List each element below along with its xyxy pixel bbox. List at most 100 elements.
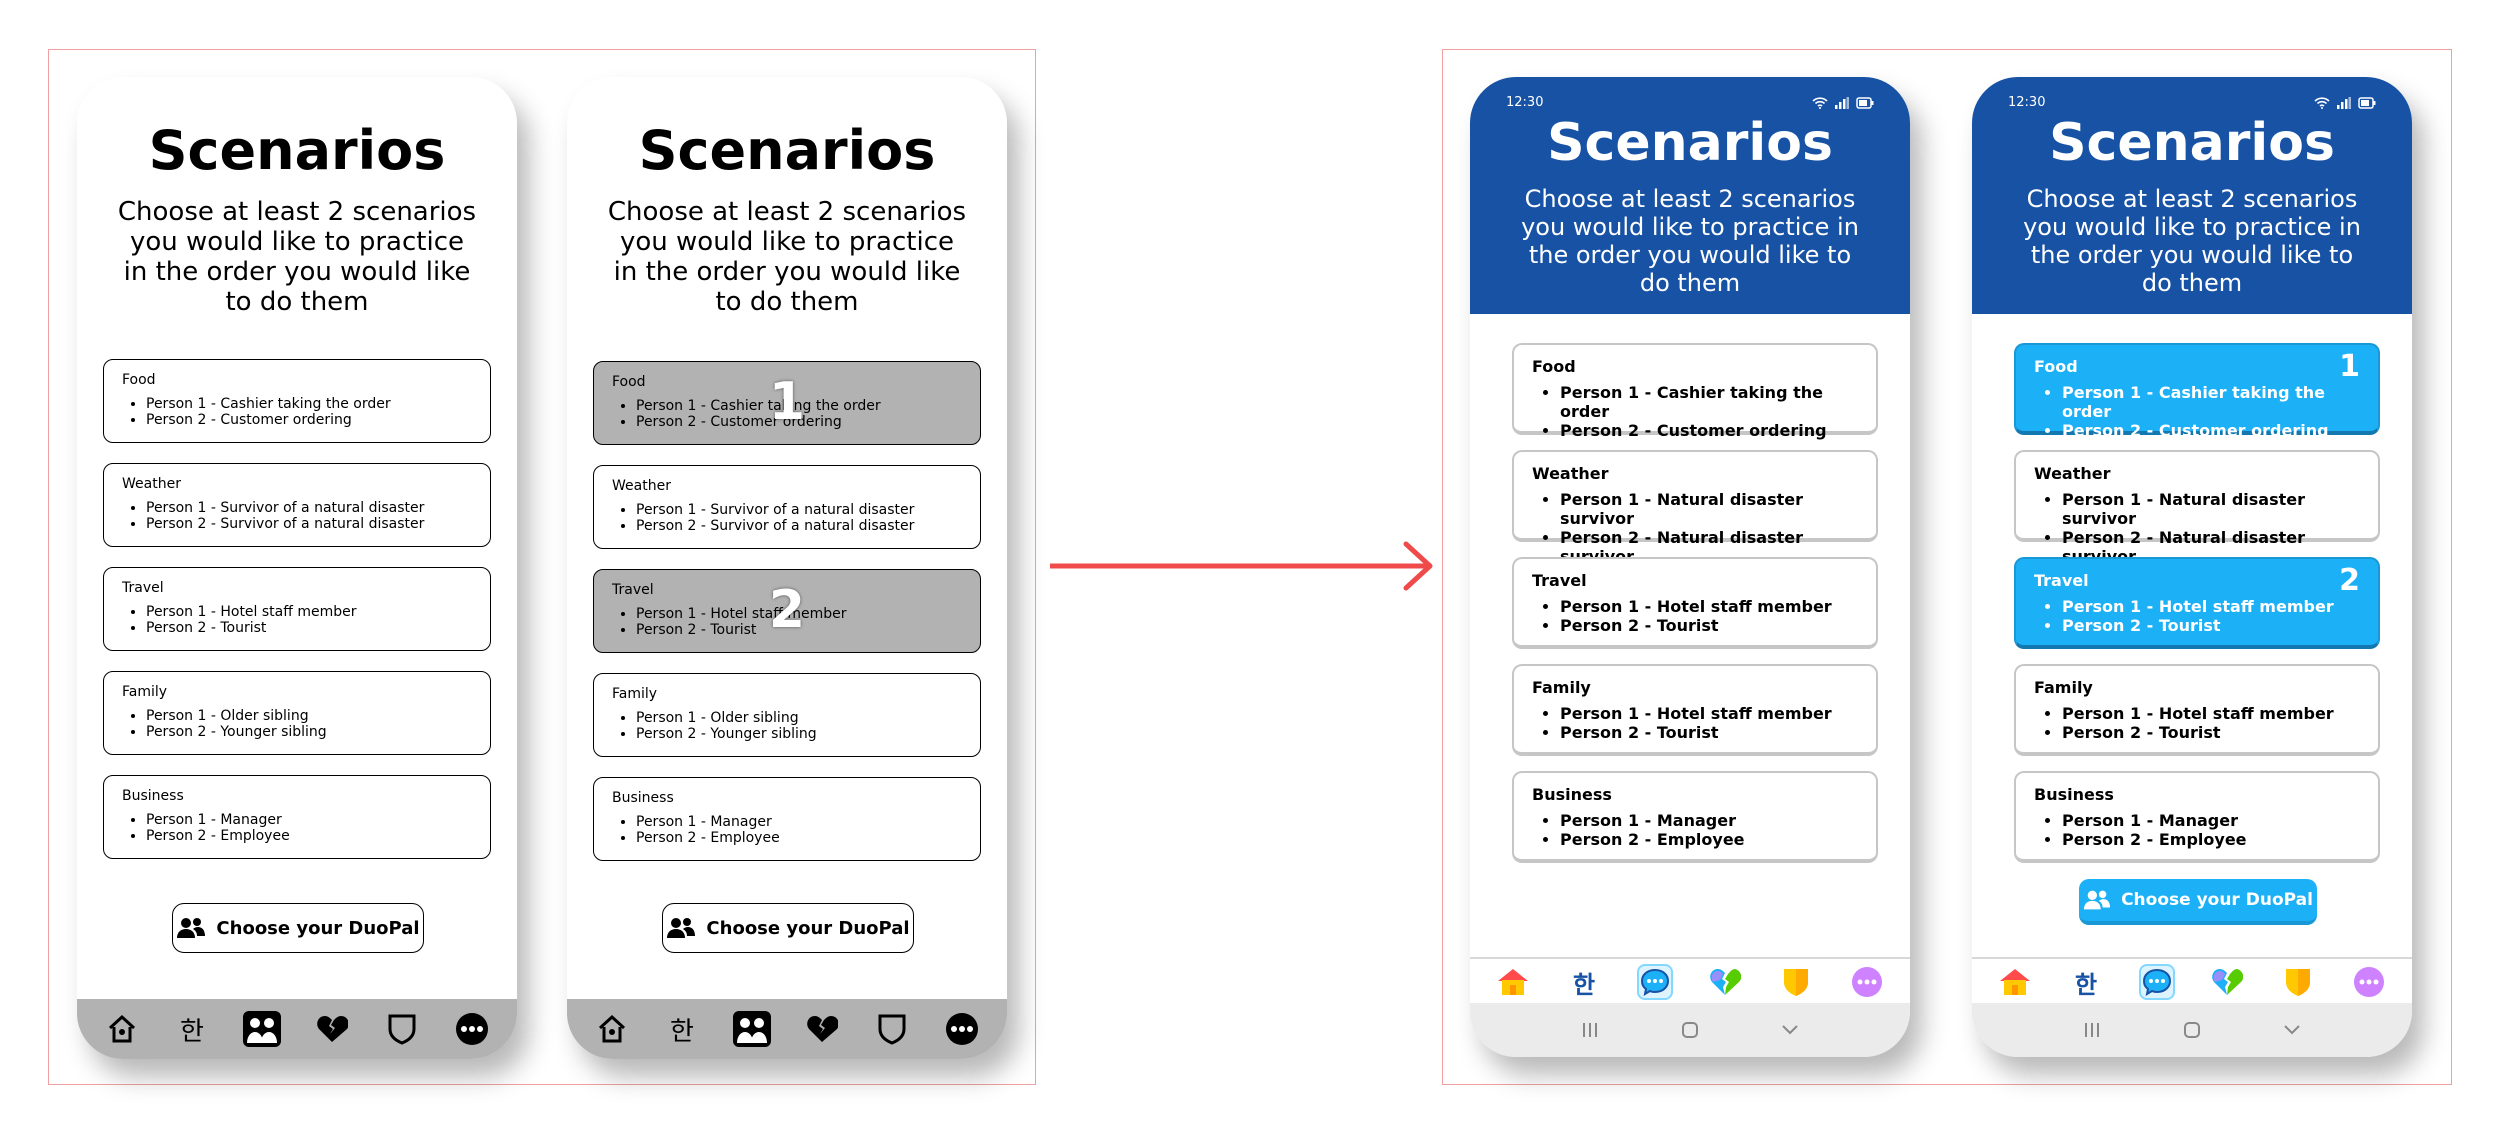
more-icon[interactable] (942, 1009, 982, 1049)
scenario-card-food[interactable]: Food Person 1 - Cashier taking the order… (593, 361, 981, 445)
page-subtitle: Choose at least 2 scenarios you would li… (117, 197, 477, 317)
wireframe-phone-unselected: Scenarios Choose at least 2 scenarios yo… (77, 77, 517, 1059)
home-button-icon[interactable] (2183, 1021, 2201, 1039)
status-time: 12:30 (2008, 95, 2046, 110)
choose-duopal-button[interactable]: Choose your DuoPal (662, 903, 914, 953)
scenario-card-travel[interactable]: Travel Person 1 - Hotel staff memberPers… (103, 567, 491, 651)
home-icon[interactable] (1495, 964, 1531, 1000)
hifi-phone-selected: 12:30 Scenarios Choose at least 2 scenar… (1972, 77, 2412, 1057)
choose-duopal-button[interactable]: Choose your DuoPal (2079, 879, 2317, 925)
scenario-card-weather[interactable]: Weather Person 1 - Natural disaster surv… (2014, 450, 2380, 566)
chat-icon[interactable] (2138, 964, 2175, 1000)
person-2-role: Person 2 - Tourist (2062, 616, 2334, 635)
scenario-card-food[interactable]: Food Person 1 - Cashier taking the order… (1512, 343, 1878, 440)
selection-order-badge: 2 (768, 580, 806, 640)
person-2-role: Person 2 - Tourist (1560, 723, 1832, 742)
scenario-name: Family (1532, 678, 1591, 697)
scenario-card-business[interactable]: Business Person 1 - ManagerPerson 2 - Em… (1512, 771, 1878, 863)
scenario-name: Weather (122, 476, 181, 492)
shield-icon[interactable] (1778, 964, 1814, 1000)
back-chevron-icon[interactable] (1781, 1024, 1799, 1036)
scenario-card-food[interactable]: Food Person 1 - Cashier taking the order… (2014, 343, 2380, 440)
broken-heart-icon[interactable] (802, 1009, 842, 1049)
person-2-role: Person 2 - Employee (146, 828, 290, 844)
scenario-name: Travel (612, 582, 654, 598)
broken-heart-icon[interactable] (2209, 964, 2245, 1000)
page-title: Scenarios (148, 119, 446, 182)
more-icon[interactable] (1849, 964, 1885, 1000)
scenario-card-travel[interactable]: Travel Person 1 - Hotel staff memberPers… (2014, 557, 2380, 649)
scenario-card-travel[interactable]: Travel Person 1 - Hotel staff memberPers… (1512, 557, 1878, 649)
wifi-icon (2314, 96, 2330, 109)
scenario-name: Business (1532, 785, 1612, 804)
scenario-card-family[interactable]: Family Person 1 - Older siblingPerson 2 … (593, 673, 981, 757)
hifi-phone-unselected: 12:30 Scenarios Choose at least 2 scenar… (1470, 77, 1910, 1057)
page-title: Scenarios (1547, 113, 1833, 173)
shield-icon[interactable] (2280, 964, 2316, 1000)
signal-icon (2337, 96, 2351, 109)
korean-letter-icon[interactable]: 한 (2068, 964, 2104, 1000)
home-icon[interactable] (1997, 964, 2033, 1000)
shield-icon[interactable] (872, 1009, 912, 1049)
person-1-role: Person 1 - Manager (1560, 811, 1745, 830)
person-2-role: Person 2 - Customer ordering (146, 412, 391, 428)
home-button-icon[interactable] (1681, 1021, 1699, 1039)
more-icon[interactable] (452, 1009, 492, 1049)
selection-order-badge: 2 (2339, 563, 2360, 598)
scenario-card-weather[interactable]: Weather Person 1 - Survivor of a natural… (103, 463, 491, 547)
person-1-role: Person 1 - Older sibling (146, 708, 327, 724)
scenario-card-business[interactable]: Business Person 1 - ManagerPerson 2 - Em… (593, 777, 981, 861)
cta-label: Choose your DuoPal (216, 917, 420, 939)
broken-heart-icon[interactable] (1707, 964, 1743, 1000)
shield-icon[interactable] (382, 1009, 422, 1049)
person-1-role: Person 1 - Cashier taking the order (1560, 383, 1876, 421)
person-1-role: Person 1 - Survivor of a natural disaste… (146, 500, 424, 516)
korean-glyph: 한 (1572, 970, 1596, 999)
recent-apps-icon[interactable] (1581, 1022, 1599, 1038)
person-1-role: Person 1 - Manager (146, 812, 290, 828)
person-1-role: Person 1 - Hotel staff member (636, 606, 847, 622)
scenario-name: Business (2034, 785, 2114, 804)
scenario-card-weather[interactable]: Weather Person 1 - Survivor of a natural… (593, 465, 981, 549)
person-2-role: Person 2 - Tourist (146, 620, 357, 636)
battery-icon (1856, 96, 1874, 109)
scenario-card-travel[interactable]: Travel Person 1 - Hotel staff memberPers… (593, 569, 981, 653)
person-2-role: Person 2 - Survivor of a natural disaste… (636, 518, 914, 534)
cta-label: Choose your DuoPal (706, 917, 910, 939)
users-icon (2083, 890, 2111, 910)
battery-icon (2358, 96, 2376, 109)
scenario-card-food[interactable]: Food Person 1 - Cashier taking the order… (103, 359, 491, 443)
korean-letter-icon[interactable]: 한 (172, 1009, 212, 1049)
scenario-card-business[interactable]: Business Person 1 - ManagerPerson 2 - Em… (103, 775, 491, 859)
person-2-role: Person 2 - Younger sibling (146, 724, 327, 740)
scenario-card-weather[interactable]: Weather Person 1 - Natural disaster surv… (1512, 450, 1878, 566)
back-chevron-icon[interactable] (2283, 1024, 2301, 1036)
scenario-card-family[interactable]: Family Person 1 - Older siblingPerson 2 … (103, 671, 491, 755)
signal-icon (1835, 96, 1849, 109)
scenario-card-family[interactable]: Family Person 1 - Hotel staff memberPers… (1512, 664, 1878, 756)
home-icon[interactable] (102, 1009, 142, 1049)
person-2-role: Person 2 - Tourist (2062, 723, 2334, 742)
scenario-name: Business (612, 790, 674, 806)
bottom-nav: 한 (567, 999, 1007, 1059)
korean-letter-icon[interactable]: 한 (662, 1009, 702, 1049)
choose-duopal-button[interactable]: Choose your DuoPal (172, 903, 424, 953)
person-2-role: Person 2 - Customer ordering (1560, 421, 1876, 440)
more-icon[interactable] (2351, 964, 2387, 1000)
scenario-name: Food (2034, 357, 2078, 376)
scenario-name: Weather (2034, 464, 2111, 483)
person-1-role: Person 1 - Survivor of a natural disaste… (636, 502, 914, 518)
chat-icon[interactable] (1636, 964, 1673, 1000)
chat-icon[interactable] (732, 1009, 772, 1049)
home-icon[interactable] (592, 1009, 632, 1049)
chat-icon[interactable] (242, 1009, 282, 1049)
person-2-role: Person 2 - Employee (2062, 830, 2247, 849)
wireframe-phone-selected: Scenarios Choose at least 2 scenarios yo… (567, 77, 1007, 1059)
recent-apps-icon[interactable] (2083, 1022, 2101, 1038)
scenario-card-family[interactable]: Family Person 1 - Hotel staff memberPers… (2014, 664, 2380, 756)
selection-order-badge: 1 (768, 372, 806, 432)
page-subtitle: Choose at least 2 scenarios you would li… (2023, 185, 2361, 297)
korean-letter-icon[interactable]: 한 (1566, 964, 1602, 1000)
broken-heart-icon[interactable] (312, 1009, 352, 1049)
scenario-card-business[interactable]: Business Person 1 - ManagerPerson 2 - Em… (2014, 771, 2380, 863)
